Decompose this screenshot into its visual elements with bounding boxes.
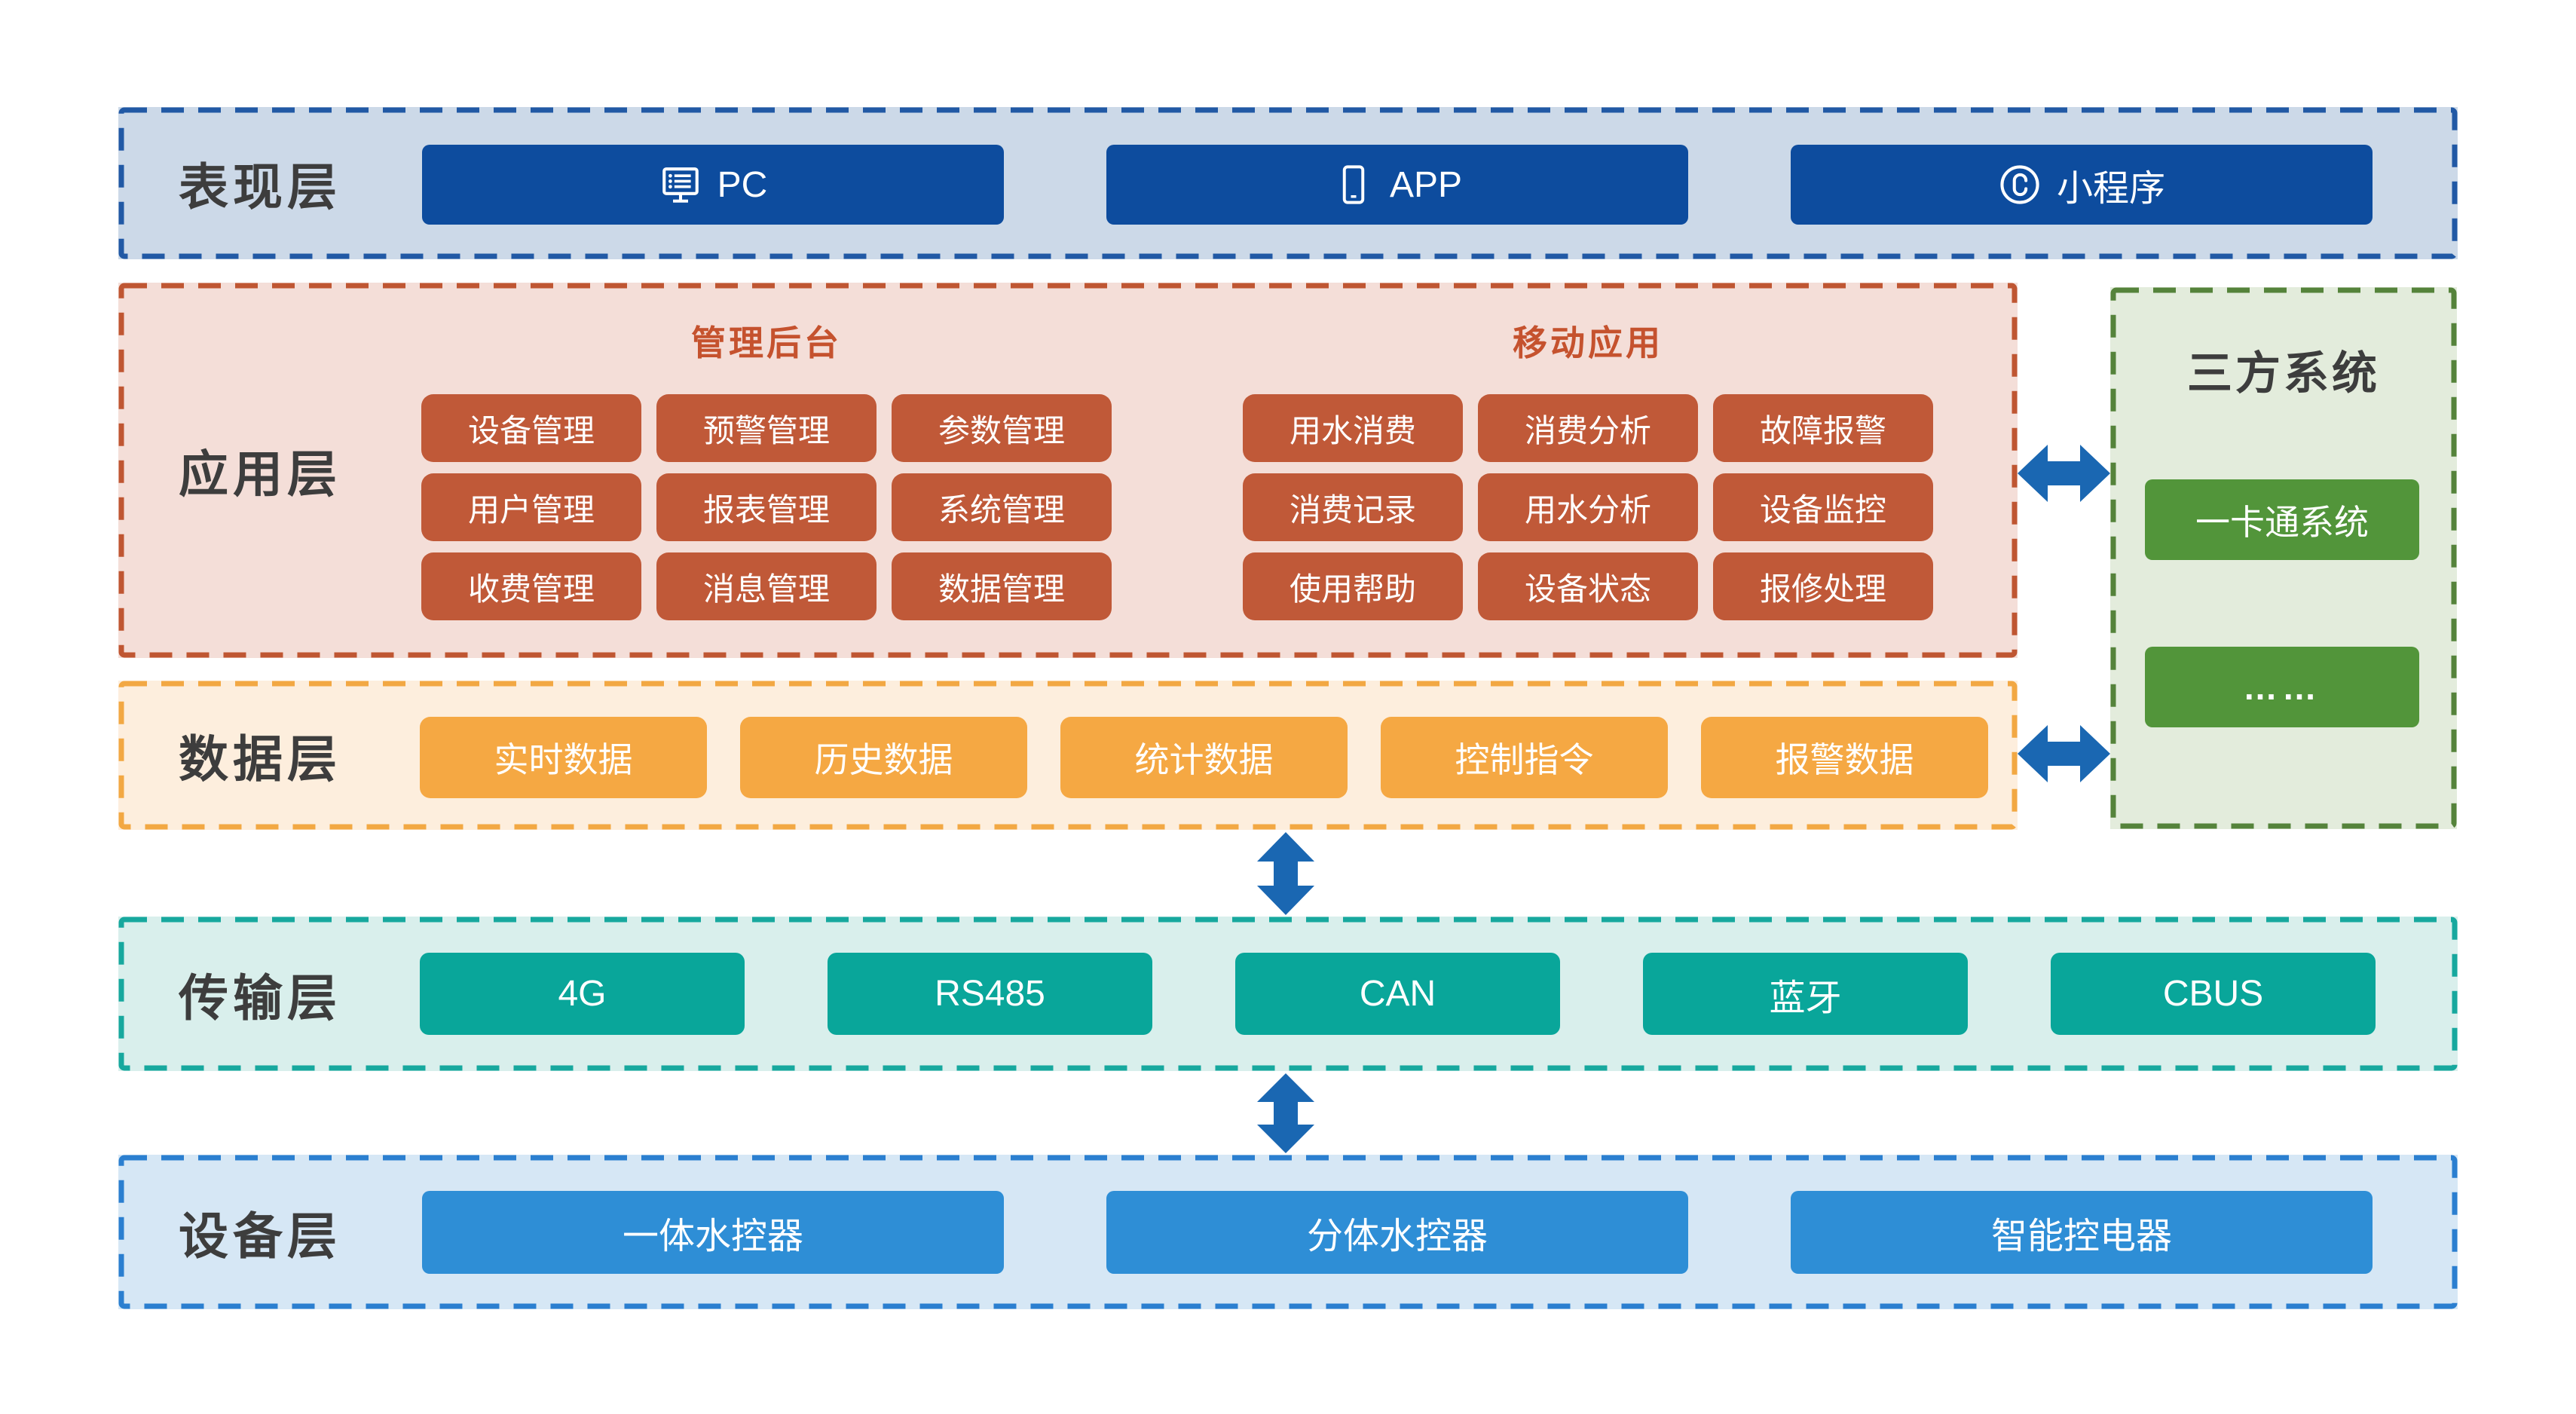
app-thirdparty-arrow-icon (2018, 445, 2110, 502)
miniprogram-button-label: 小程序 (2056, 169, 2165, 209)
pc-button: PC (422, 145, 1004, 225)
mobile-item: 故障报警 (1713, 394, 1933, 462)
third-party-title: 三方系统 (2187, 348, 2380, 399)
mobile-item: 设备状态 (1478, 552, 1698, 620)
mobile-item: 用水消费 (1243, 394, 1463, 462)
data-thirdparty-arrow-icon (2018, 725, 2110, 782)
transmission-item: CBUS (2051, 953, 2376, 1035)
data-transmission-arrow-icon (1257, 832, 1314, 915)
mobile-item: 消费记录 (1243, 473, 1463, 541)
more-systems-button: …… (2145, 647, 2419, 727)
device-layer: 设备层 一体水控器 分体水控器 智能控电器 (118, 1155, 2458, 1309)
admin-item: 数据管理 (892, 552, 1112, 620)
mobile-item: 报修处理 (1713, 552, 1933, 620)
device-item: 智能控电器 (1791, 1191, 2373, 1274)
mobile-group-title: 移动应用 (1513, 323, 1663, 363)
admin-item: 消息管理 (656, 552, 877, 620)
admin-item: 系统管理 (892, 473, 1112, 541)
data-item: 统计数据 (1060, 717, 1348, 798)
miniprogram-icon (2000, 165, 2039, 204)
transmission-layer-label: 传输层 (179, 969, 341, 1026)
data-item: 报警数据 (1701, 717, 1988, 798)
admin-item: 收费管理 (421, 552, 641, 620)
monitor-icon (662, 167, 699, 203)
transmission-device-arrow-icon (1257, 1073, 1314, 1153)
transmission-layer: 传输层 4G RS485 CAN 蓝牙 CBUS (118, 917, 2458, 1071)
application-layer-label: 应用层 (179, 446, 341, 502)
mobile-group-grid: 用水消费 消费分析 故障报警 消费记录 用水分析 设备监控 使用帮助 设备状态 … (1243, 394, 1933, 620)
device-item: 一体水控器 (422, 1191, 1004, 1274)
transmission-item: RS485 (828, 953, 1152, 1035)
admin-item: 报表管理 (656, 473, 877, 541)
transmission-item: CAN (1235, 953, 1560, 1035)
mobile-item: 设备监控 (1713, 473, 1933, 541)
transmission-buttons: 4G RS485 CAN 蓝牙 CBUS (420, 953, 2376, 1035)
data-buttons: 实时数据 历史数据 统计数据 控制指令 报警数据 (420, 717, 1988, 798)
mobile-item: 用水分析 (1478, 473, 1698, 541)
admin-item: 参数管理 (892, 394, 1112, 462)
mobile-item: 消费分析 (1478, 394, 1698, 462)
miniprogram-button: 小程序 (1791, 145, 2373, 225)
admin-group-title: 管理后台 (691, 323, 842, 363)
transmission-item: 蓝牙 (1643, 953, 1968, 1035)
presentation-layer: 表现层 PC APP (118, 107, 2458, 259)
card-system-button: 一卡通系统 (2145, 479, 2419, 560)
app-button-label: APP (1389, 164, 1463, 205)
device-layer-label: 设备层 (179, 1207, 341, 1264)
data-item: 实时数据 (420, 717, 707, 798)
presentation-layer-label: 表现层 (179, 159, 341, 215)
third-party-system-panel: 三方系统 一卡通系统 …… (2110, 287, 2457, 829)
application-layer: 应用层 管理后台 设备管理 预警管理 参数管理 用户管理 报表管理 系统管理 收… (118, 283, 2018, 658)
data-layer-label: 数据层 (179, 731, 341, 787)
admin-item: 设备管理 (421, 394, 641, 462)
admin-item: 用户管理 (421, 473, 641, 541)
transmission-item: 4G (420, 953, 745, 1035)
device-buttons: 一体水控器 分体水控器 智能控电器 (422, 1191, 2373, 1274)
data-item: 控制指令 (1381, 717, 1668, 798)
smartphone-icon (1342, 165, 1365, 204)
data-layer: 数据层 实时数据 历史数据 统计数据 控制指令 报警数据 (118, 681, 2018, 830)
mobile-item: 使用帮助 (1243, 552, 1463, 620)
presentation-buttons: PC APP 小程序 (422, 145, 2373, 225)
admin-group-grid: 设备管理 预警管理 参数管理 用户管理 报表管理 系统管理 收费管理 消息管理 … (421, 394, 1112, 620)
device-item: 分体水控器 (1106, 1191, 1688, 1274)
pc-button-label: PC (717, 164, 768, 205)
data-item: 历史数据 (740, 717, 1027, 798)
app-button: APP (1106, 145, 1688, 225)
admin-item: 预警管理 (656, 394, 877, 462)
